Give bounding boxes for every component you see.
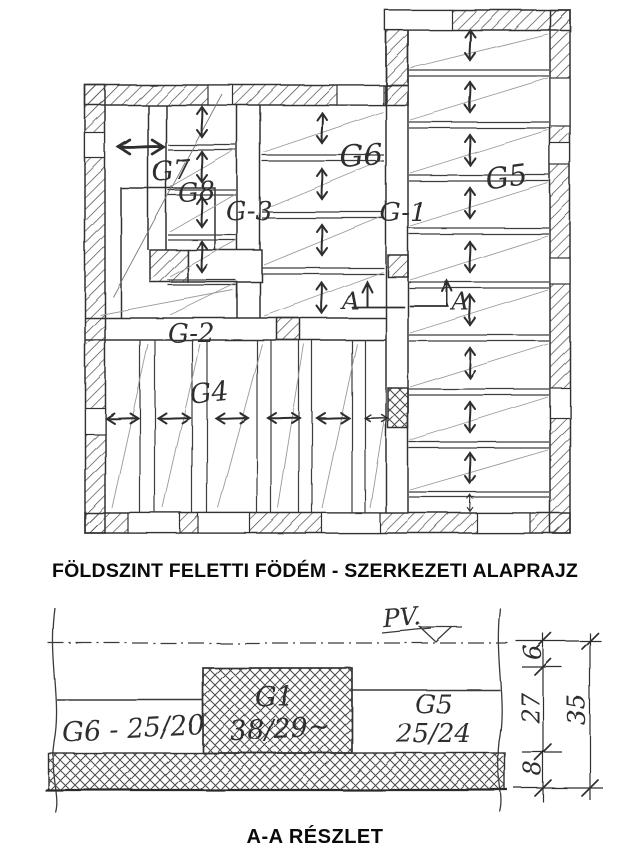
section-detail: PV. G6 - 25/20 G1 38/29~ G5 25/24 [45, 602, 603, 813]
plan-title: FÖLDSZINT FELETTI FÖDÉM - SZERKEZETI ALA… [52, 559, 578, 582]
titles-group: FÖLDSZINT FELETTI FÖDÉM - SZERKEZETI ALA… [52, 559, 578, 848]
section-labels-group: PV. G6 - 25/20 G1 38/29~ G5 25/24 [61, 602, 471, 749]
span-arrow-icon [117, 138, 165, 156]
span-arrow-icon [464, 241, 476, 273]
window-opening [549, 142, 571, 166]
label-beam-right-size: 25/24 [395, 719, 471, 749]
wall-openings-group [84, 9, 571, 534]
span-arrow-icon [464, 29, 476, 61]
window-opening [384, 9, 453, 31]
span-arrow-icon [196, 106, 208, 138]
label-g1: G-1 [380, 198, 427, 228]
window-opening [127, 512, 181, 534]
wall-junction [384, 84, 409, 106]
dimension-chain [514, 632, 603, 802]
span-arrow-icon [464, 81, 476, 113]
beam-rungs-group [139, 69, 549, 513]
beam-seat [187, 249, 263, 283]
floor-plan: G7 G8 G6 G-3 G-1 G-2 G4 G5 A A [84, 9, 571, 534]
span-arrow-icon [466, 494, 474, 512]
label-g7: G7 [151, 154, 193, 188]
wing-left-pier-mid [387, 254, 409, 278]
span-arrow-icon [215, 412, 249, 424]
section-arrow-icon [361, 281, 373, 307]
span-arrow-icon [157, 412, 191, 424]
window-opening [549, 257, 571, 285]
label-g4: G4 [188, 376, 230, 411]
stair-opening-outline [120, 187, 216, 318]
window-opening [197, 512, 251, 534]
section-lines-group [48, 607, 508, 813]
label-g6: G6 [339, 138, 384, 176]
break-line-left [52, 607, 58, 813]
dimension-labels: 6 27 8 35 [517, 645, 591, 776]
stair-pillar [149, 249, 189, 283]
window-opening [84, 407, 106, 435]
section-title: A-A RÉSZLET [247, 825, 384, 848]
dim-label-mid: 27 [517, 692, 545, 724]
label-section-a-left: A [340, 287, 359, 315]
span-arrow-icon [464, 187, 476, 219]
span-arrow-icon [464, 134, 476, 166]
g2-pier [276, 317, 301, 341]
span-arrow-icon [316, 112, 328, 144]
dim-label-total: 35 [563, 694, 591, 725]
span-arrow-icon [364, 413, 388, 423]
span-arrow-icon [464, 452, 476, 484]
span-arrow-icon [464, 401, 476, 433]
internal-walls-group [85, 30, 409, 513]
label-pv: PV. [381, 602, 422, 634]
span-arrow-icon [105, 412, 139, 424]
wing-left-pier-crosshatched [387, 387, 409, 429]
window-opening [549, 77, 571, 127]
label-g5: G5 [483, 157, 529, 196]
beam-g1-block [202, 667, 353, 754]
span-arrow-icon [316, 282, 328, 314]
plan-labels-group: G7 G8 G6 G-3 G-1 G-2 G4 G5 A A [151, 138, 530, 411]
span-arrow-icon [316, 412, 350, 424]
dim-label-bottom: 8 [519, 761, 547, 776]
label-beam-center-name: G1 [255, 682, 294, 713]
section-cut-markers [351, 280, 453, 308]
break-line-right [497, 607, 503, 813]
window-opening [321, 512, 381, 534]
label-g8: G8 [177, 176, 217, 209]
walls-group [84, 9, 571, 534]
window-opening [549, 387, 571, 419]
window-opening [476, 512, 531, 534]
wing-left-pier-top [385, 29, 409, 86]
section-arrow-icon [441, 280, 453, 306]
label-section-a-right: A [450, 288, 469, 316]
label-beam-left: G6 - 25/20 [61, 710, 205, 748]
window-opening [84, 132, 106, 159]
label-g2: G-2 [168, 319, 215, 349]
level-marker-icon [418, 626, 462, 643]
slab-band [47, 752, 506, 791]
label-beam-center-size: 38/29~ [229, 711, 331, 747]
span-arrow-icon [267, 412, 301, 424]
label-beam-right-name: G5 [415, 690, 452, 720]
span-arrow-icon [464, 347, 476, 379]
window-opening [207, 84, 234, 106]
dim-label-top: 6 [519, 645, 547, 660]
window-opening [336, 84, 384, 106]
label-g3: G-3 [226, 197, 273, 227]
span-diagonals-group [99, 33, 549, 509]
